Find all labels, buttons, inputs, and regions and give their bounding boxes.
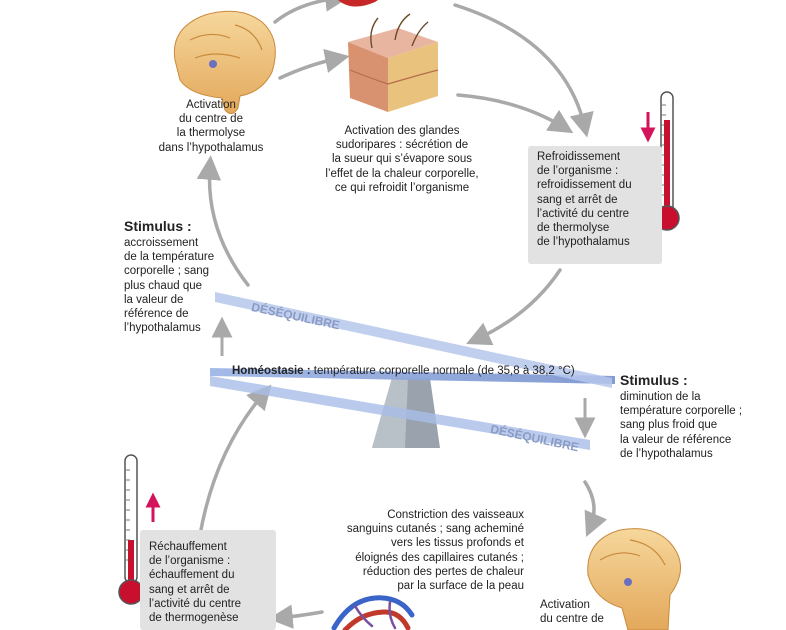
thermometer-cold-icon — [118, 454, 144, 605]
arrow-vessels-to-box — [268, 604, 324, 629]
warming-caption: Réchauffement de l’organisme : échauffem… — [149, 541, 242, 625]
cycle-arrows — [196, 0, 608, 629]
arrow-stimulus-to-brain — [196, 155, 250, 287]
brain-image-bottom — [587, 528, 681, 630]
thermolysis-activation-caption: Activation du centre de la thermolyse da… — [158, 99, 264, 154]
arrow-box-to-seesaw — [466, 268, 562, 346]
arrow-skin-to-box-2 — [456, 93, 574, 134]
arrow-top-left — [273, 0, 350, 24]
seesaw — [210, 292, 615, 450]
arrow-brain-to-skin — [278, 48, 350, 80]
cooling-caption: Refroidissement de l’organisme : refroid… — [537, 151, 632, 249]
beam-tilt-cold — [210, 376, 590, 450]
beam-tilt-hot — [215, 292, 612, 388]
blood-vessels-image — [331, 595, 415, 630]
sweat-glands-caption: Activation des glandes sudoripares : séc… — [325, 125, 479, 194]
stimulus-left-text: accroissement de la température corporel… — [124, 237, 215, 335]
homeostasis-text: température corporelle normale (de 35,8 … — [310, 365, 575, 378]
arrow-right-down — [583, 480, 608, 537]
brain-image-top — [173, 10, 276, 114]
vasoconstriction-caption: Constriction des vaisseaux sanguins cuta… — [346, 509, 524, 593]
indicator-arrows — [211, 316, 596, 439]
arrow-skin-to-box — [453, 3, 594, 138]
cooling-box — [528, 146, 662, 264]
stimulus-left-title: Stimulus : — [124, 218, 192, 234]
homeostasis-line: Homéostasie : température corporelle nor… — [232, 350, 575, 378]
thermogenesis-activation-caption: Activation du centre de — [540, 599, 604, 626]
arrow-bottom-left-up — [198, 384, 272, 537]
beam-balanced — [210, 368, 615, 384]
homeostasis-label: Homéostasie : — [232, 365, 311, 378]
skin-image — [348, 13, 439, 112]
warming-box — [140, 530, 276, 630]
red-vessel-top — [338, 0, 378, 7]
stimulus-right-title: Stimulus : — [620, 372, 688, 388]
stimulus-right-text: diminution de la température corporelle … — [620, 391, 743, 460]
